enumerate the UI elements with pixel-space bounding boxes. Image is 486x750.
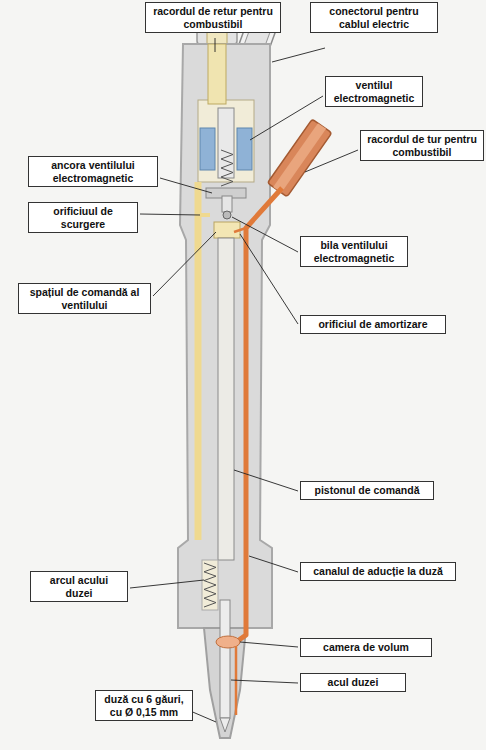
solenoid-coil-left [200, 128, 215, 170]
armature-stem [222, 196, 232, 212]
part-label: acul duzei [305, 676, 401, 689]
callout-box: arcul acului duzei [30, 571, 128, 602]
part-label: conectorul pentru cablul electric [315, 5, 433, 30]
needle-tip [220, 718, 230, 732]
leader-line [231, 680, 298, 683]
needle-spring [204, 563, 216, 607]
control-piston [218, 238, 234, 560]
return-channel [195, 182, 202, 540]
spring-coil [221, 150, 233, 186]
leader-lines [130, 38, 358, 722]
leader-line [153, 232, 216, 296]
part-label: racordul de retur pentru combustibil [150, 5, 276, 30]
callout-box: pistonul de comandă [300, 481, 434, 500]
inlet-bore [273, 123, 326, 193]
callout-box: ventilul electromagnetic [325, 76, 423, 107]
part-label: spațiul de comandă al ventilului [23, 286, 146, 311]
part-label: ancora ventilului electromagnetic [33, 159, 153, 184]
callout-box: racordul de retur pentru combustibil [145, 2, 281, 33]
part-label: duză cu 6 găuri, cu Ø 0,15 mm [100, 693, 188, 718]
part-label: camera de volum [305, 641, 427, 654]
leader-line [215, 38, 216, 52]
callout-box: orificiuul de scurgere [28, 202, 138, 233]
callout-box: spațiul de comandă al ventilului [18, 283, 151, 314]
leader-line [240, 642, 298, 647]
leader-line [250, 96, 323, 140]
injector-body [178, 44, 272, 628]
leader-line [240, 234, 298, 324]
solenoid-core [218, 108, 234, 178]
leader-line [305, 150, 358, 172]
callout-box: camera de volum [300, 638, 432, 657]
callout-box: canalul de aducție la duză [300, 562, 456, 581]
armature-spring [221, 150, 233, 186]
inlet-fitting [267, 119, 331, 197]
leader-line [160, 178, 212, 193]
callout-box: duză cu 6 găuri, cu Ø 0,15 mm [95, 690, 193, 721]
part-label: racordul de tur pentru combustibil [365, 133, 479, 158]
leader-line [249, 556, 298, 572]
solenoid-coil-right [237, 128, 252, 170]
callout-box: ancora ventilului electromagnetic [28, 156, 158, 187]
spring-coil [204, 563, 216, 607]
part-label: pistonul de comandă [305, 484, 429, 497]
part-label: arcul acului duzei [35, 574, 123, 599]
leader-line [234, 470, 298, 491]
callout-box: orificiul de amortizare [300, 315, 446, 334]
part-label: ventilul electromagnetic [330, 79, 418, 104]
part-label: orificiul de amortizare [305, 318, 441, 331]
callout-box: acul duzei [300, 673, 406, 692]
callout-box: bila ventilului electromagnetic [300, 236, 408, 267]
leader-line [232, 217, 298, 252]
leader-line [272, 48, 325, 62]
spring-chamber [202, 560, 218, 610]
part-label: bila ventilului electromagnetic [305, 239, 403, 264]
damping-orifice [234, 228, 246, 232]
return-channel-top [208, 44, 226, 104]
leader-line [130, 580, 204, 588]
leader-line [140, 214, 200, 215]
part-label: canalul de aducție la duză [305, 565, 451, 578]
part-label: orificiuul de scurgere [33, 205, 133, 230]
callout-box: racordul de tur pentru combustibil [360, 130, 484, 161]
feed-channel [232, 188, 282, 645]
nozzle-needle [220, 600, 230, 718]
callout-box: conectorul pentru cablul electric [310, 2, 438, 33]
inlet-tube [267, 119, 331, 197]
valve-ball [223, 211, 231, 219]
